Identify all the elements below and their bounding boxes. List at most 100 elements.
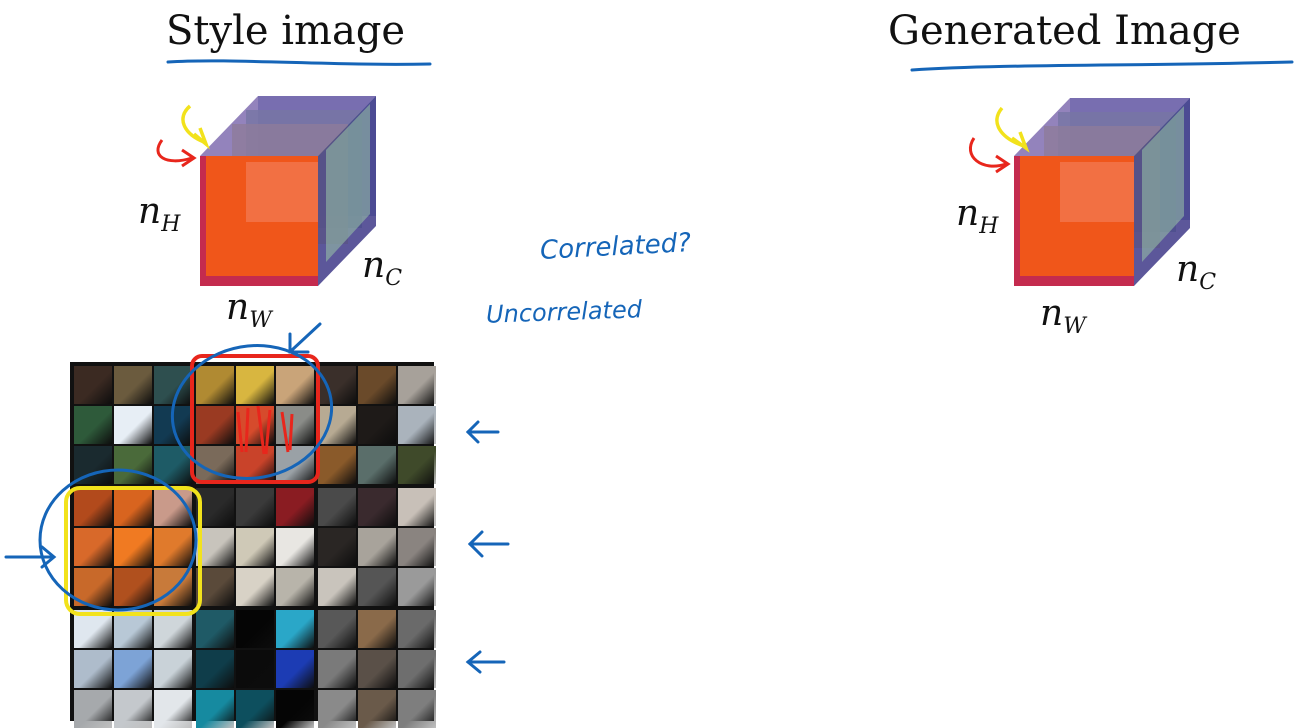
feature-patch xyxy=(154,650,192,688)
feature-patch xyxy=(318,488,356,526)
feature-patch xyxy=(236,528,274,566)
feature-block xyxy=(196,366,314,484)
feature-block xyxy=(318,488,436,606)
feature-patch xyxy=(398,446,436,484)
feature-patch xyxy=(74,528,112,566)
right-height-label: nH xyxy=(956,193,999,239)
feature-patch xyxy=(114,488,152,526)
feature-patch xyxy=(114,446,152,484)
feature-patch xyxy=(276,446,314,484)
feature-patch xyxy=(114,406,152,444)
feature-patch xyxy=(236,690,274,728)
feature-patch xyxy=(358,406,396,444)
right-channel-label: nC xyxy=(1176,249,1217,295)
feature-patch xyxy=(114,568,152,606)
left-channel-label: nC xyxy=(362,245,403,291)
feature-patch xyxy=(358,488,396,526)
feature-patch xyxy=(398,528,436,566)
feature-patch xyxy=(276,488,314,526)
feature-patch xyxy=(318,610,356,648)
feature-patch xyxy=(196,568,234,606)
feature-patch xyxy=(318,366,356,404)
feature-patch xyxy=(74,366,112,404)
feature-patch xyxy=(358,610,396,648)
feature-patch xyxy=(74,690,112,728)
style-activation-volume xyxy=(200,96,376,286)
right-width-label: nW xyxy=(1040,293,1086,339)
feature-patch xyxy=(318,446,356,484)
feature-patch xyxy=(276,650,314,688)
feature-patch xyxy=(114,690,152,728)
feature-patch xyxy=(276,568,314,606)
feature-patch xyxy=(154,610,192,648)
feature-patch xyxy=(276,610,314,648)
feature-patch xyxy=(236,406,274,444)
generated-title-underline xyxy=(910,60,1294,72)
feature-patch xyxy=(74,406,112,444)
feature-patch xyxy=(196,610,234,648)
red-arrow-icon xyxy=(156,139,193,163)
feature-patch xyxy=(358,446,396,484)
feature-patch xyxy=(276,528,314,566)
feature-block xyxy=(196,488,314,606)
feature-visualization-grid xyxy=(70,362,436,728)
feature-patch xyxy=(398,488,436,526)
feature-block xyxy=(318,366,436,484)
feature-patch xyxy=(114,610,152,648)
generated-activation-volume xyxy=(1014,98,1190,286)
feature-patch xyxy=(154,366,192,404)
feature-patch xyxy=(74,610,112,648)
feature-patch xyxy=(196,446,234,484)
feature-patch xyxy=(154,528,192,566)
feature-patch xyxy=(196,488,234,526)
feature-patch xyxy=(318,528,356,566)
feature-patch xyxy=(154,568,192,606)
blue-arrow-icon xyxy=(290,322,322,352)
feature-patch xyxy=(236,488,274,526)
feature-patch xyxy=(114,650,152,688)
feature-patch xyxy=(236,610,274,648)
feature-patch xyxy=(398,366,436,404)
feature-patch xyxy=(318,568,356,606)
feature-patch xyxy=(398,650,436,688)
feature-patch xyxy=(358,568,396,606)
feature-block xyxy=(74,366,192,484)
feature-patch xyxy=(276,690,314,728)
feature-block xyxy=(74,610,192,728)
feature-patch xyxy=(74,650,112,688)
feature-patch xyxy=(398,690,436,728)
feature-patch xyxy=(236,446,274,484)
feature-patch xyxy=(276,406,314,444)
feature-patch xyxy=(318,690,356,728)
feature-patch xyxy=(114,528,152,566)
feature-patch xyxy=(196,690,234,728)
left-height-label: nH xyxy=(138,191,181,237)
feature-patch xyxy=(398,406,436,444)
feature-patch xyxy=(236,568,274,606)
style-image-title: Style image xyxy=(166,8,406,54)
feature-patch xyxy=(154,406,192,444)
feature-patch xyxy=(196,528,234,566)
feature-block xyxy=(318,610,436,728)
style-title-underline xyxy=(166,59,432,66)
feature-patch xyxy=(276,366,314,404)
feature-patch xyxy=(196,366,234,404)
feature-patch xyxy=(154,446,192,484)
feature-patch xyxy=(318,650,356,688)
feature-patch xyxy=(236,650,274,688)
uncorrelated-note: Uncorrelated xyxy=(485,295,643,329)
feature-patch xyxy=(114,366,152,404)
feature-patch xyxy=(358,690,396,728)
feature-patch xyxy=(74,568,112,606)
feature-patch xyxy=(74,488,112,526)
feature-patch xyxy=(318,406,356,444)
feature-patch xyxy=(398,568,436,606)
feature-patch xyxy=(154,690,192,728)
left-width-label: nW xyxy=(226,287,272,333)
feature-patch xyxy=(358,366,396,404)
feature-patch xyxy=(358,650,396,688)
yellow-arrow-icon xyxy=(181,104,205,144)
feature-block xyxy=(196,610,314,728)
feature-patch xyxy=(154,488,192,526)
